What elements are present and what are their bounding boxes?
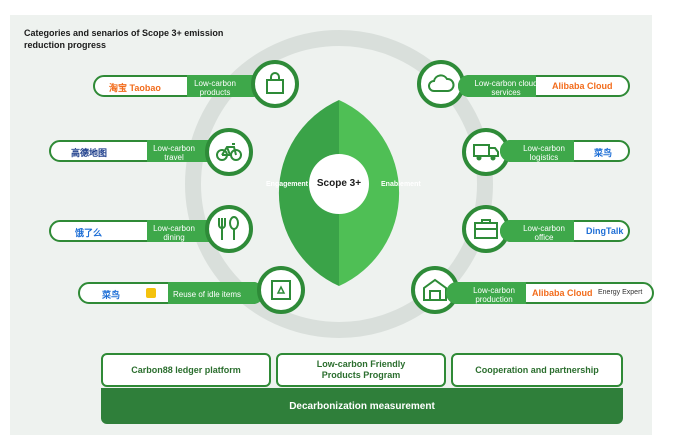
bicycle-icon: [205, 128, 253, 176]
outer-ring: [185, 30, 493, 338]
shopping-bag-icon: [251, 60, 299, 108]
box-carbon88: Carbon88 ledger platform: [101, 353, 271, 387]
engagement-half: [278, 100, 339, 286]
box-cooperation: Cooperation and partnership: [451, 353, 623, 387]
brand-alibaba-cloud-1: Alibaba Cloud: [552, 81, 613, 91]
brand-dingtalk: DingTalk: [586, 226, 624, 236]
label-reuse: Reuse of idle items: [172, 290, 242, 299]
label-office: Low-carbon office: [523, 224, 565, 242]
right-pill-cloud: Low-carbon cloud services Alibaba Cloud: [458, 75, 630, 97]
label-logistics: Low-carbon logistics: [523, 144, 565, 162]
diagram-title: Categories and senarios of Scope 3+ emis…: [24, 28, 224, 50]
right-pill-logistics: Low-carbon logistics 菜鸟: [500, 140, 630, 162]
enablement-half: [339, 100, 400, 286]
enablement-label: Enablement: [381, 181, 421, 188]
left-pill-dining: 饿了么 Low-carbon dining: [49, 220, 221, 242]
label-products: Low-carbon products: [194, 79, 236, 97]
right-pill-office: Low-carbon office DingTalk: [500, 220, 630, 242]
recycle-box-icon: [257, 266, 305, 314]
center-core: [309, 154, 369, 214]
left-pill-products: 淘宝 Taobao Low-carbon products: [93, 75, 263, 97]
engagement-label: Engagement: [266, 181, 309, 188]
label-dining: Low-carbon dining: [153, 224, 195, 242]
label-travel: Low-carbon travel: [153, 144, 195, 162]
brand-energy-expert: Energy Expert: [598, 289, 643, 296]
brand-eleme: 饿了么: [75, 228, 103, 238]
center-label: Scope 3+: [316, 178, 362, 189]
brand-taobao: 淘宝 Taobao: [109, 83, 161, 93]
left-pill-reuse: 菜鸟 Reuse of idle items: [78, 282, 264, 304]
left-pill-travel: 高德地图 Low-carbon travel: [49, 140, 221, 162]
label-cloud: Low-carbon cloud services: [474, 79, 538, 97]
box-low-carbon-program: Low-carbon Friendly Products Program: [276, 353, 446, 387]
brand-cainiao-right: 菜鸟: [594, 148, 613, 158]
brand-alibaba-cloud-2: Alibaba Cloud: [532, 288, 593, 298]
brand-cainiao-left: 菜鸟: [102, 290, 121, 300]
fork-spoon-icon: [205, 205, 253, 253]
right-pill-production: Low-carbon production Alibaba Cloud Ener…: [446, 282, 654, 304]
brand-amap: 高德地图: [71, 148, 108, 158]
decarbonization-measurement: Decarbonization measurement: [101, 388, 623, 424]
label-production: Low-carbon production: [473, 286, 515, 304]
tag-icon: [146, 288, 156, 298]
